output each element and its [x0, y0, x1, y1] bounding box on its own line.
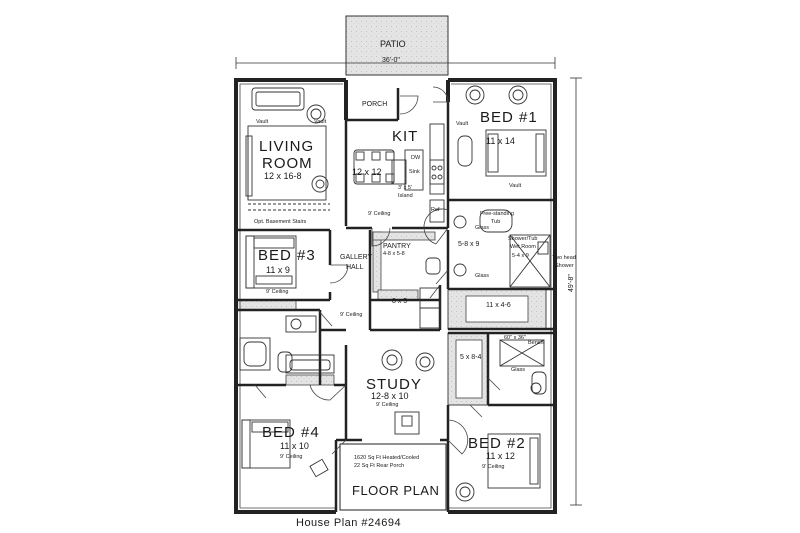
study-furniture — [381, 349, 435, 435]
kitchen-furniture — [353, 123, 445, 223]
bath1-fixtures — [453, 209, 551, 288]
bed2-title: BED #2 — [468, 435, 526, 452]
depth-dimension-label: 49'-8" — [568, 274, 575, 292]
floor-plan-title: FLOOR PLAN — [352, 483, 440, 498]
sink-label: Sink — [409, 169, 420, 175]
kitchen-ceiling: 9' Ceiling — [368, 211, 391, 217]
depth-dimension-line — [570, 77, 582, 506]
pantry-label: PANTRY — [383, 243, 411, 250]
bed3-furniture — [245, 235, 297, 289]
bed4-furniture — [241, 419, 329, 478]
gallery-ceiling: 9' Ceiling — [340, 312, 363, 318]
bed3-size: 11 x 9 — [266, 265, 290, 275]
porch-label: PORCH — [362, 101, 388, 108]
pantry-shelves — [372, 231, 382, 293]
pantry-size: 4-8 x 5-8 — [383, 251, 405, 257]
island-label-1: 3' x 5' — [398, 185, 413, 191]
wet-room-label: Wet Room — [510, 244, 536, 250]
bed2-size: 11 x 12 — [486, 451, 515, 461]
living-vault-label-2: Vault — [314, 119, 327, 125]
walk-in-2-size: 5 x 8-4 — [460, 354, 482, 361]
kitchen-size: 12 x 12 — [352, 167, 382, 177]
shower-size: 60" x 36" — [504, 335, 526, 341]
door-swings — [254, 86, 501, 455]
bed1-vault-2: Vault — [509, 183, 522, 189]
dishwasher-label: DW — [411, 155, 421, 161]
shower-bench: Bench — [528, 340, 544, 346]
summary-box — [339, 443, 447, 511]
freestanding-tub-label-2: Tub — [491, 219, 501, 225]
bath1-glass-1: Glass — [475, 225, 490, 231]
living-room-furniture — [245, 87, 330, 211]
walk-in-1-size: 11 x 4-6 — [486, 302, 511, 309]
bed4-size: 11 x 10 — [280, 441, 309, 451]
two-head-shower-1: Two head — [552, 255, 576, 261]
bed2-ceiling: 9' Ceiling — [482, 464, 505, 470]
bed4-closet — [285, 374, 335, 386]
bed2-furniture — [455, 433, 541, 502]
living-room-title-1: LIVING — [259, 138, 315, 155]
bed3-closet — [235, 299, 297, 311]
island-label-2: Island — [398, 193, 413, 199]
study-ceiling: 9' Ceiling — [376, 402, 399, 408]
exterior-walls — [234, 78, 557, 514]
shower-glass: Glass — [511, 367, 526, 373]
bed1-furniture — [457, 85, 547, 177]
house-plan-number: House Plan #24694 — [296, 517, 402, 529]
bed3-title: BED #3 — [258, 247, 316, 264]
wet-room-size: 5-4 x 9 — [512, 253, 529, 259]
porch-area-summary: 22 Sq Ft Rear Porch — [354, 463, 405, 469]
two-head-shower-2: Shower — [555, 263, 574, 269]
laundry-size: 8 x 5 — [392, 298, 408, 305]
living-room-size: 12 x 16-8 — [264, 171, 302, 181]
width-dimension-line — [235, 57, 556, 69]
bed1-vault-1: Vault — [456, 121, 469, 127]
study-title: STUDY — [366, 376, 422, 393]
bed4-title: BED #4 — [262, 424, 320, 441]
study-size: 12-8 x 10 — [371, 391, 409, 401]
gallery-hall-label-1: GALLERY — [340, 254, 373, 261]
living-vault-label: Vault — [256, 119, 269, 125]
kitchen-title: KIT — [392, 128, 419, 145]
gallery-hall-label-2: HALL — [346, 264, 364, 271]
basement-stairs-label: Opt. Basement Stairs — [254, 219, 307, 225]
freestanding-tub-label-1: Free-standing — [480, 211, 514, 217]
bed3-ceiling: 9' Ceiling — [266, 289, 289, 295]
shower-tub-label: Shower/Tub — [508, 236, 538, 242]
patio-area — [345, 15, 449, 76]
patio-label: PATIO — [380, 39, 406, 49]
hall-bath-fixtures — [239, 315, 335, 374]
bed1-title: BED #1 — [480, 109, 538, 126]
refrigerator-label: Ref — [431, 207, 440, 213]
width-dimension-label: 36'-0" — [382, 57, 400, 64]
bed4-ceiling: 9' Ceiling — [280, 454, 303, 460]
heated-area-summary: 1620 Sq Ft Heated/Cooled — [354, 455, 420, 461]
bath1-glass-2: Glass — [475, 273, 490, 279]
bed1-size: 11 x 14 — [486, 136, 515, 146]
living-room-title-2: ROOM — [262, 155, 313, 172]
bath2-fixtures — [499, 339, 547, 395]
bath1-size: 5-8 x 9 — [458, 241, 480, 248]
